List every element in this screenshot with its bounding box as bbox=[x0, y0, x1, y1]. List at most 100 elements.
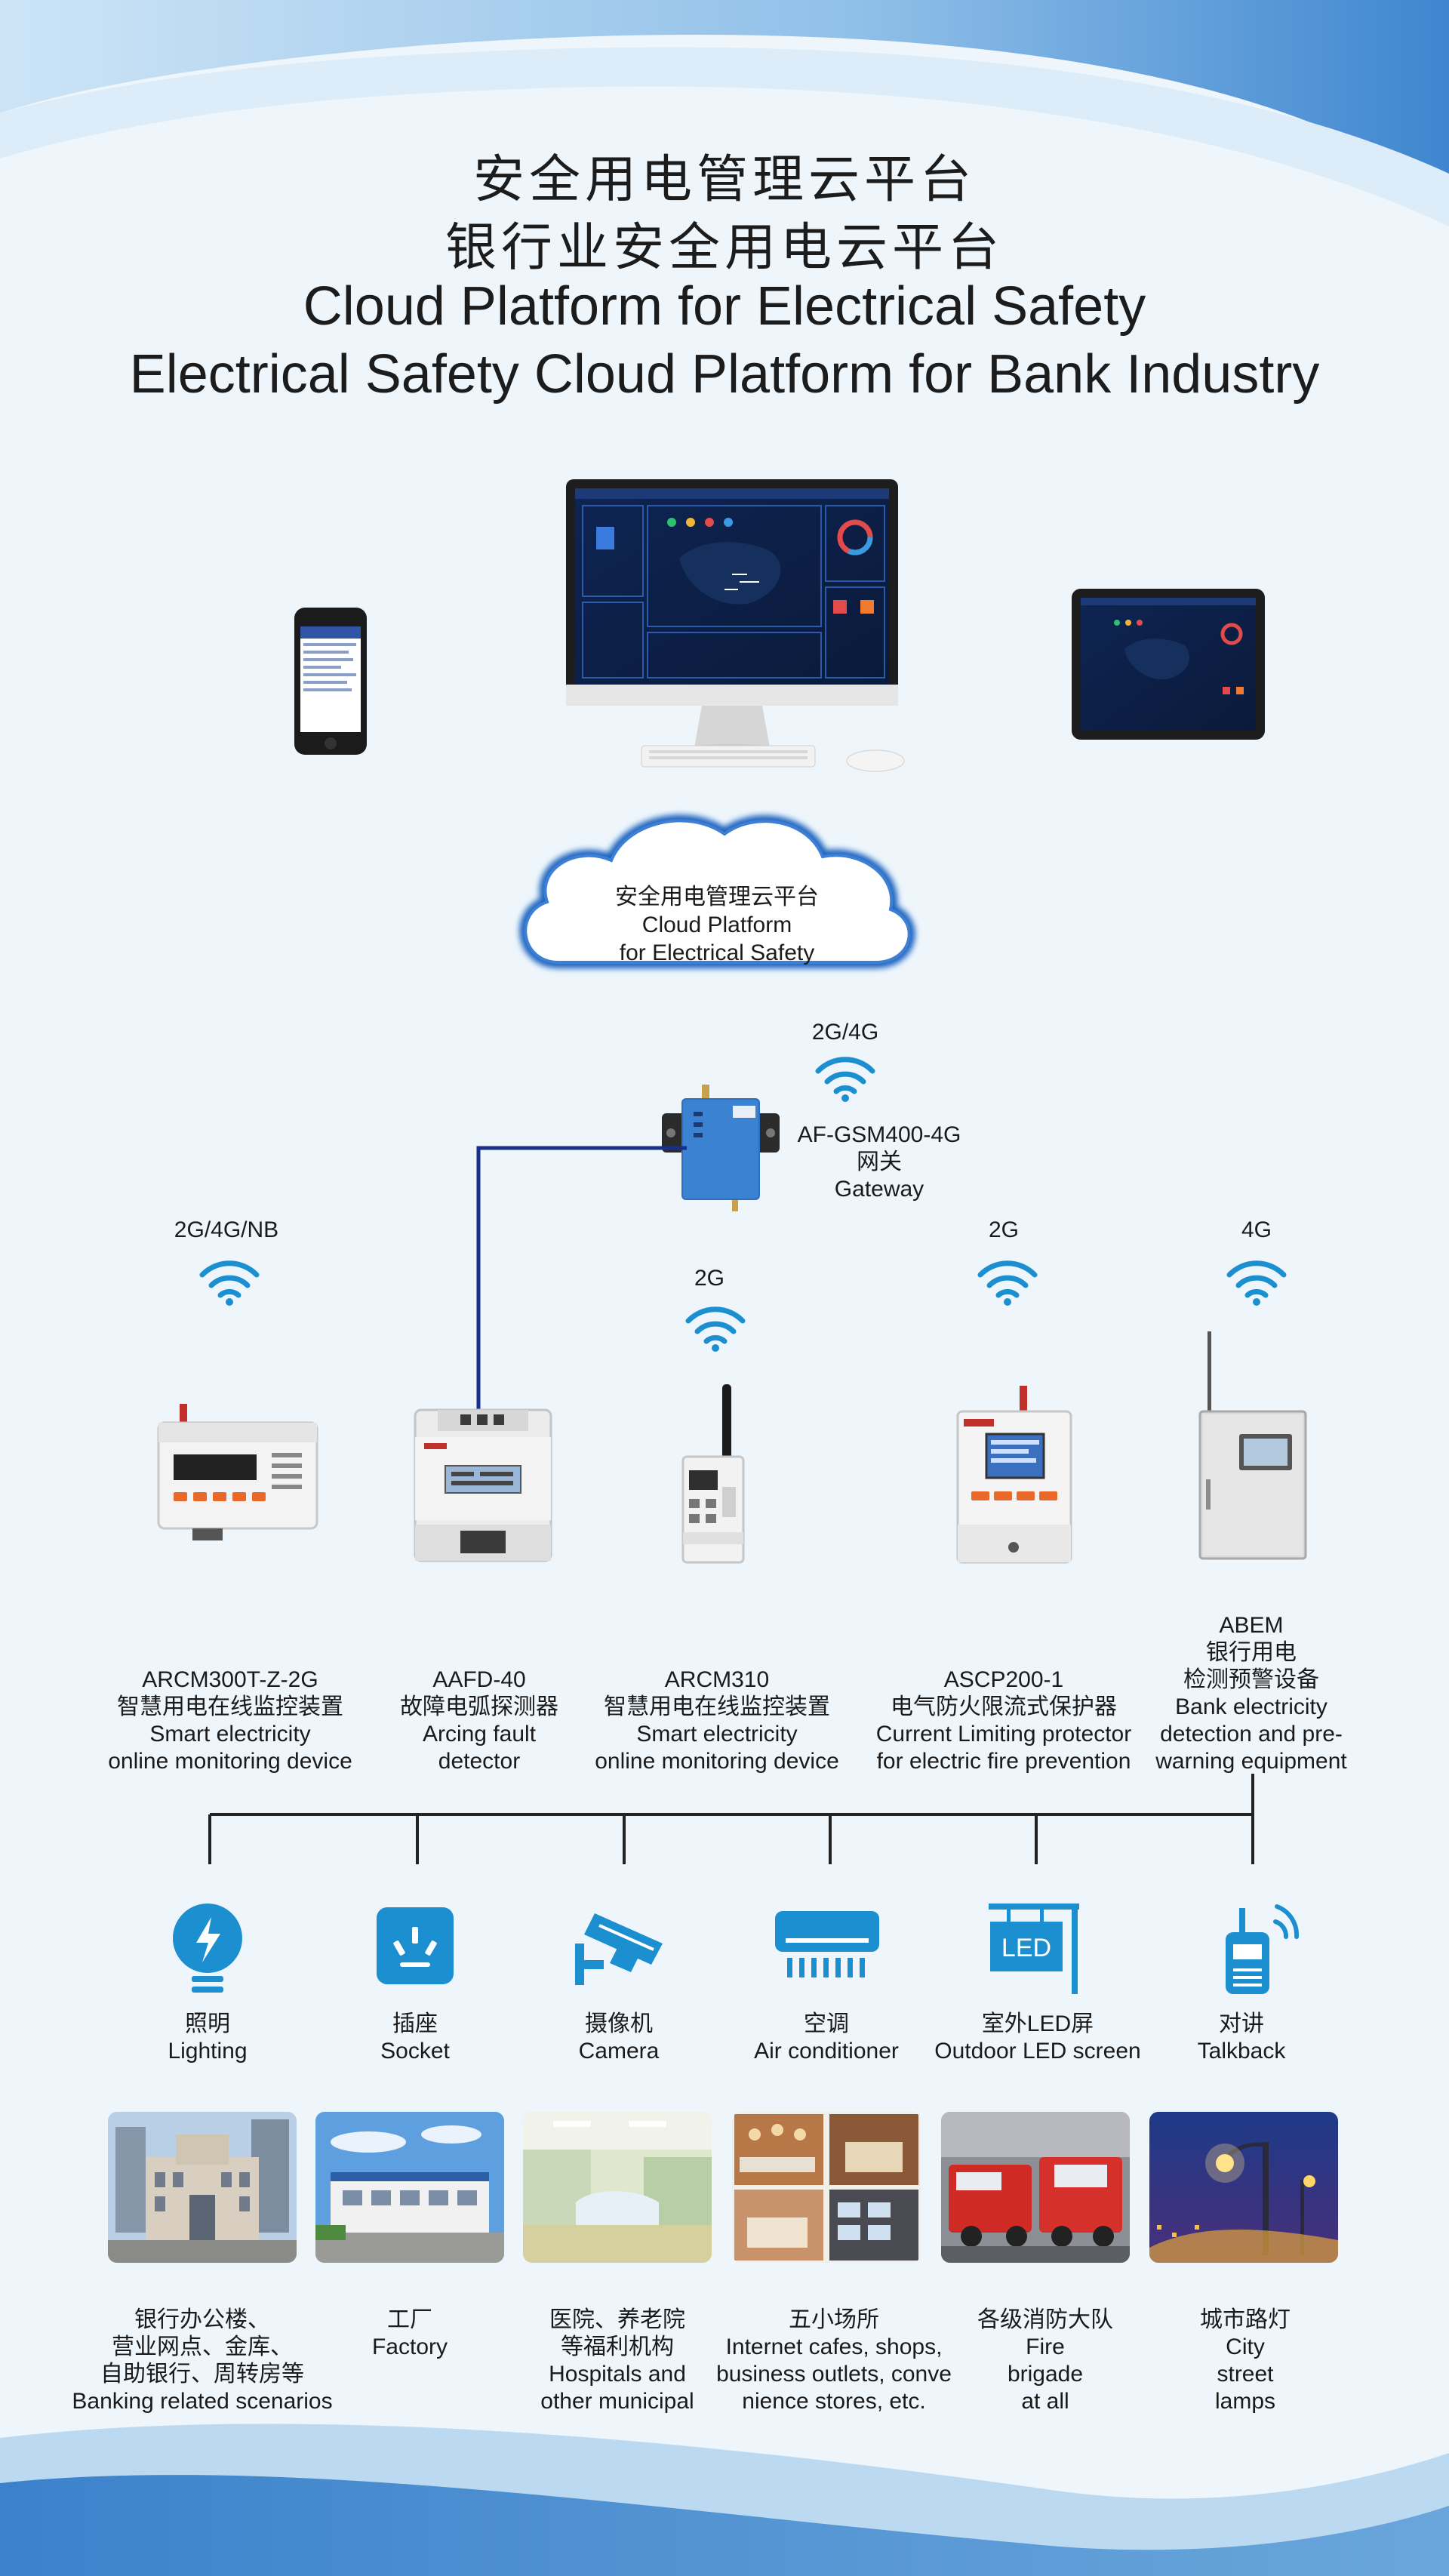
device-2-cn: 故障电弧探测器 bbox=[400, 1694, 558, 1719]
gateway-cn: 网关 bbox=[857, 1150, 902, 1174]
device-2-label: AAFD-40 故障电弧探测器 Arcing fault detector bbox=[362, 1667, 596, 1775]
bank-building-photo bbox=[108, 2112, 297, 2263]
fire-brigade-photo bbox=[941, 2112, 1130, 2263]
scenario-venues-label: 五小场所 Internet cafes, shops, business out… bbox=[706, 2307, 962, 2415]
load-ac-en: Air conditioner bbox=[754, 2039, 899, 2064]
scenario-bank-label: 银行办公楼、 营业网点、金库、 自助银行、周转房等 Banking relate… bbox=[59, 2307, 346, 2415]
device-4-en-1: Current Limiting protector bbox=[875, 1722, 1132, 1747]
scenario-lamps-en-1: City bbox=[1226, 2334, 1265, 2359]
abem-cabinet-icon bbox=[1198, 1331, 1307, 1560]
walkie-talkie-icon bbox=[1226, 1904, 1300, 1994]
wifi-icon bbox=[815, 1057, 875, 1102]
load-ac-cn: 空调 bbox=[804, 2011, 849, 2036]
scenario-hospital-cn-1: 医院、养老院 bbox=[549, 2307, 685, 2332]
street-lamps-photo bbox=[1149, 2112, 1338, 2263]
scenario-bank-en: Banking related scenarios bbox=[72, 2389, 333, 2414]
scenario-bank-cn-1: 银行办公楼、 bbox=[134, 2307, 270, 2332]
load-led-cn: 室外LED屏 bbox=[981, 2011, 1094, 2036]
device-1-cn: 智慧用电在线监控装置 bbox=[117, 1694, 343, 1719]
device-1-en-2: online monitoring device bbox=[108, 1749, 352, 1774]
gateway-model: AF-GSM400-4G bbox=[797, 1122, 961, 1147]
scenario-fire-en-3: at all bbox=[1021, 2389, 1069, 2414]
scenario-bank-cn-2: 营业网点、金库、 bbox=[112, 2334, 293, 2359]
cloud-label: 安全用电管理云平台 Cloud Platform for Electrical … bbox=[558, 883, 875, 967]
load-camera-label: 摄像机 Camera bbox=[532, 2011, 706, 2065]
distribution-bus-line bbox=[208, 1774, 1254, 1864]
smartphone-icon bbox=[294, 608, 367, 755]
load-lighting-en: Lighting bbox=[168, 2039, 248, 2064]
gateway-signal-label: 2G/4G bbox=[811, 1020, 879, 1045]
load-camera-cn: 摄像机 bbox=[585, 2011, 653, 2036]
load-socket-label: 插座 Socket bbox=[328, 2011, 502, 2065]
device-1-en-1: Smart electricity bbox=[149, 1722, 311, 1747]
scenario-hospital-label: 医院、养老院 等福利机构 Hospitals and other municip… bbox=[512, 2307, 723, 2415]
tablet-icon bbox=[1072, 589, 1265, 740]
cloud-label-line3: for Electrical Safety bbox=[619, 940, 815, 965]
terminal-devices bbox=[294, 479, 1265, 772]
led-badge-text: LED bbox=[1001, 1934, 1052, 1962]
device-2-en-2: detector bbox=[438, 1749, 521, 1774]
title-en-1: Cloud Platform for Electrical Safety bbox=[303, 276, 1146, 337]
device-5-en-3: warning equipment bbox=[1155, 1749, 1347, 1774]
device-2-en-1: Arcing fault bbox=[422, 1722, 537, 1747]
load-lighting-label: 照明 Lighting bbox=[121, 2011, 294, 2065]
scenario-lamps-en-3: lamps bbox=[1214, 2389, 1276, 2414]
scenario-lamps-cn: 城市路灯 bbox=[1200, 2307, 1291, 2332]
wifi-icon bbox=[977, 1260, 1038, 1306]
device-5-en-1: Bank electricity bbox=[1175, 1694, 1327, 1719]
scenario-lamps-label: 城市路灯 City street lamps bbox=[1162, 2307, 1328, 2415]
gateway-en: Gateway bbox=[834, 1177, 924, 1202]
load-ac-label: 空调 Air conditioner bbox=[721, 2011, 932, 2065]
title-cn-2: 银行业安全用电云平台 bbox=[445, 218, 1004, 278]
air-conditioner-icon bbox=[775, 1911, 879, 1977]
lightbulb-icon bbox=[173, 1904, 242, 1993]
wifi-icon bbox=[1226, 1260, 1287, 1306]
hospital-photo bbox=[523, 2112, 712, 2263]
device-4-model: ASCP200-1 bbox=[943, 1667, 1064, 1692]
camera-icon bbox=[575, 1913, 663, 1985]
load-led-label: 室外LED屏 Outdoor LED screen bbox=[924, 2011, 1151, 2065]
aafd-40-device-icon bbox=[414, 1408, 552, 1562]
scenario-factory-en: Factory bbox=[371, 2334, 448, 2359]
scenario-lamps-en-2: street bbox=[1217, 2362, 1274, 2387]
device-3-label: ARCM310 智慧用电在线监控装置 Smart electricity onl… bbox=[581, 1667, 853, 1775]
load-talkback-en: Talkback bbox=[1197, 2039, 1286, 2064]
scenario-venues-en-3: nience stores, etc. bbox=[742, 2389, 926, 2414]
device-5-model: ABEM bbox=[1219, 1613, 1284, 1638]
led-sign-icon bbox=[989, 1904, 1079, 1994]
cloud-label-line1: 安全用电管理云平台 bbox=[615, 885, 819, 909]
device-5-en-2: detection and pre- bbox=[1160, 1722, 1343, 1747]
desktop-monitor-icon bbox=[566, 479, 905, 772]
load-led-en: Outdoor LED screen bbox=[934, 2039, 1141, 2064]
load-talkback-label: 对讲 Talkback bbox=[1158, 2011, 1324, 2065]
scenario-fire-label: 各级消防大队 Fire brigade at all bbox=[943, 2307, 1147, 2415]
load-camera-en: Camera bbox=[578, 2039, 660, 2064]
device-3-cn: 智慧用电在线监控装置 bbox=[604, 1694, 830, 1719]
scenario-fire-en-2: brigade bbox=[1007, 2362, 1084, 2387]
scenario-fire-cn: 各级消防大队 bbox=[977, 2307, 1113, 2332]
device-1-label: ARCM300T-Z-2G 智慧用电在线监控装置 Smart electrici… bbox=[91, 1667, 370, 1775]
cloud-label-line2: Cloud Platform bbox=[641, 913, 792, 937]
wired-connection-line bbox=[476, 1146, 687, 1409]
device-3-signal: 2G bbox=[694, 1266, 725, 1291]
device-3-en-2: online monitoring device bbox=[595, 1749, 839, 1774]
wifi-icon bbox=[199, 1260, 260, 1306]
title-en-2: Electrical Safety Cloud Platform for Ban… bbox=[129, 344, 1320, 405]
device-5-label: ABEM 银行用电 检测预警设备 Bank electricity detect… bbox=[1138, 1612, 1364, 1775]
gateway-device-icon bbox=[662, 1085, 780, 1211]
device-2-model: AAFD-40 bbox=[432, 1667, 526, 1692]
scenario-hospital-cn-2: 等福利机构 bbox=[561, 2334, 674, 2359]
scenario-venues-cn: 五小场所 bbox=[789, 2307, 879, 2332]
device-5-signal: 4G bbox=[1241, 1217, 1272, 1242]
cloud-icon bbox=[519, 814, 915, 968]
device-3-model: ARCM310 bbox=[664, 1667, 770, 1692]
device-4-label: ASCP200-1 电气防火限流式保护器 Current Limiting pr… bbox=[860, 1667, 1147, 1775]
device-5-cn-1: 银行用电 bbox=[1206, 1640, 1297, 1665]
device-4-signal: 2G bbox=[988, 1217, 1020, 1242]
scenario-venues-en-1: Internet cafes, shops, bbox=[725, 2334, 943, 2359]
device-4-en-2: for electric fire prevention bbox=[876, 1749, 1131, 1774]
scenario-hospital-en-2: other municipal bbox=[540, 2389, 694, 2414]
gateway-label: AF-GSM400-4G 网关 Gateway bbox=[777, 1122, 981, 1203]
wifi-icon bbox=[685, 1306, 746, 1352]
device-5-cn-2: 检测预警设备 bbox=[1183, 1667, 1319, 1692]
